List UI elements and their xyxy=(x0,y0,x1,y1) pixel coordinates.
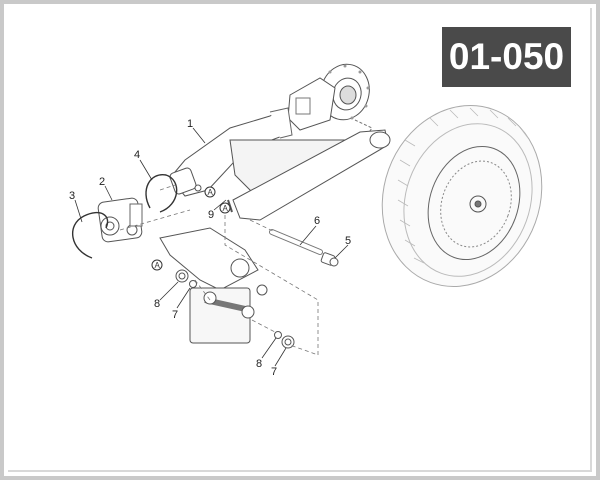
ref-mark-a xyxy=(204,186,216,198)
ref-mark-a-label: A xyxy=(208,188,214,197)
bearing-left xyxy=(175,269,189,283)
callout-2: 2 xyxy=(99,176,105,188)
diagram-code-badge: 01-050 xyxy=(442,27,571,87)
circlip-large xyxy=(71,211,109,259)
swingarm xyxy=(169,107,391,221)
callout-7: 7 xyxy=(271,366,277,378)
ref-mark-a-label: A xyxy=(223,204,229,213)
callout-7: 7 xyxy=(172,309,178,321)
rocker-link-assembly xyxy=(159,227,268,344)
callout-9: 9 xyxy=(208,209,214,221)
ref-mark-a xyxy=(219,202,231,214)
callout-1: 1 xyxy=(187,118,193,130)
callout-5: 5 xyxy=(345,235,351,247)
callout-8: 8 xyxy=(256,358,262,370)
circlip-small xyxy=(145,174,178,213)
rear-wheel xyxy=(381,105,543,287)
callout-4: 4 xyxy=(134,149,140,161)
seal-right xyxy=(274,331,282,339)
callout-8: 8 xyxy=(154,298,160,310)
final-drive-housing xyxy=(287,63,373,139)
pivot-pin xyxy=(269,229,323,255)
spacer-bushing xyxy=(320,252,339,267)
callout-6: 6 xyxy=(314,215,320,227)
ref-mark-a-label: A xyxy=(155,261,161,270)
bearing-right xyxy=(281,335,295,349)
callout-3: 3 xyxy=(69,190,75,202)
ref-mark-a xyxy=(151,259,163,271)
boot-housing xyxy=(97,197,143,243)
frame-shadow xyxy=(8,8,592,472)
seal-left xyxy=(189,280,197,288)
